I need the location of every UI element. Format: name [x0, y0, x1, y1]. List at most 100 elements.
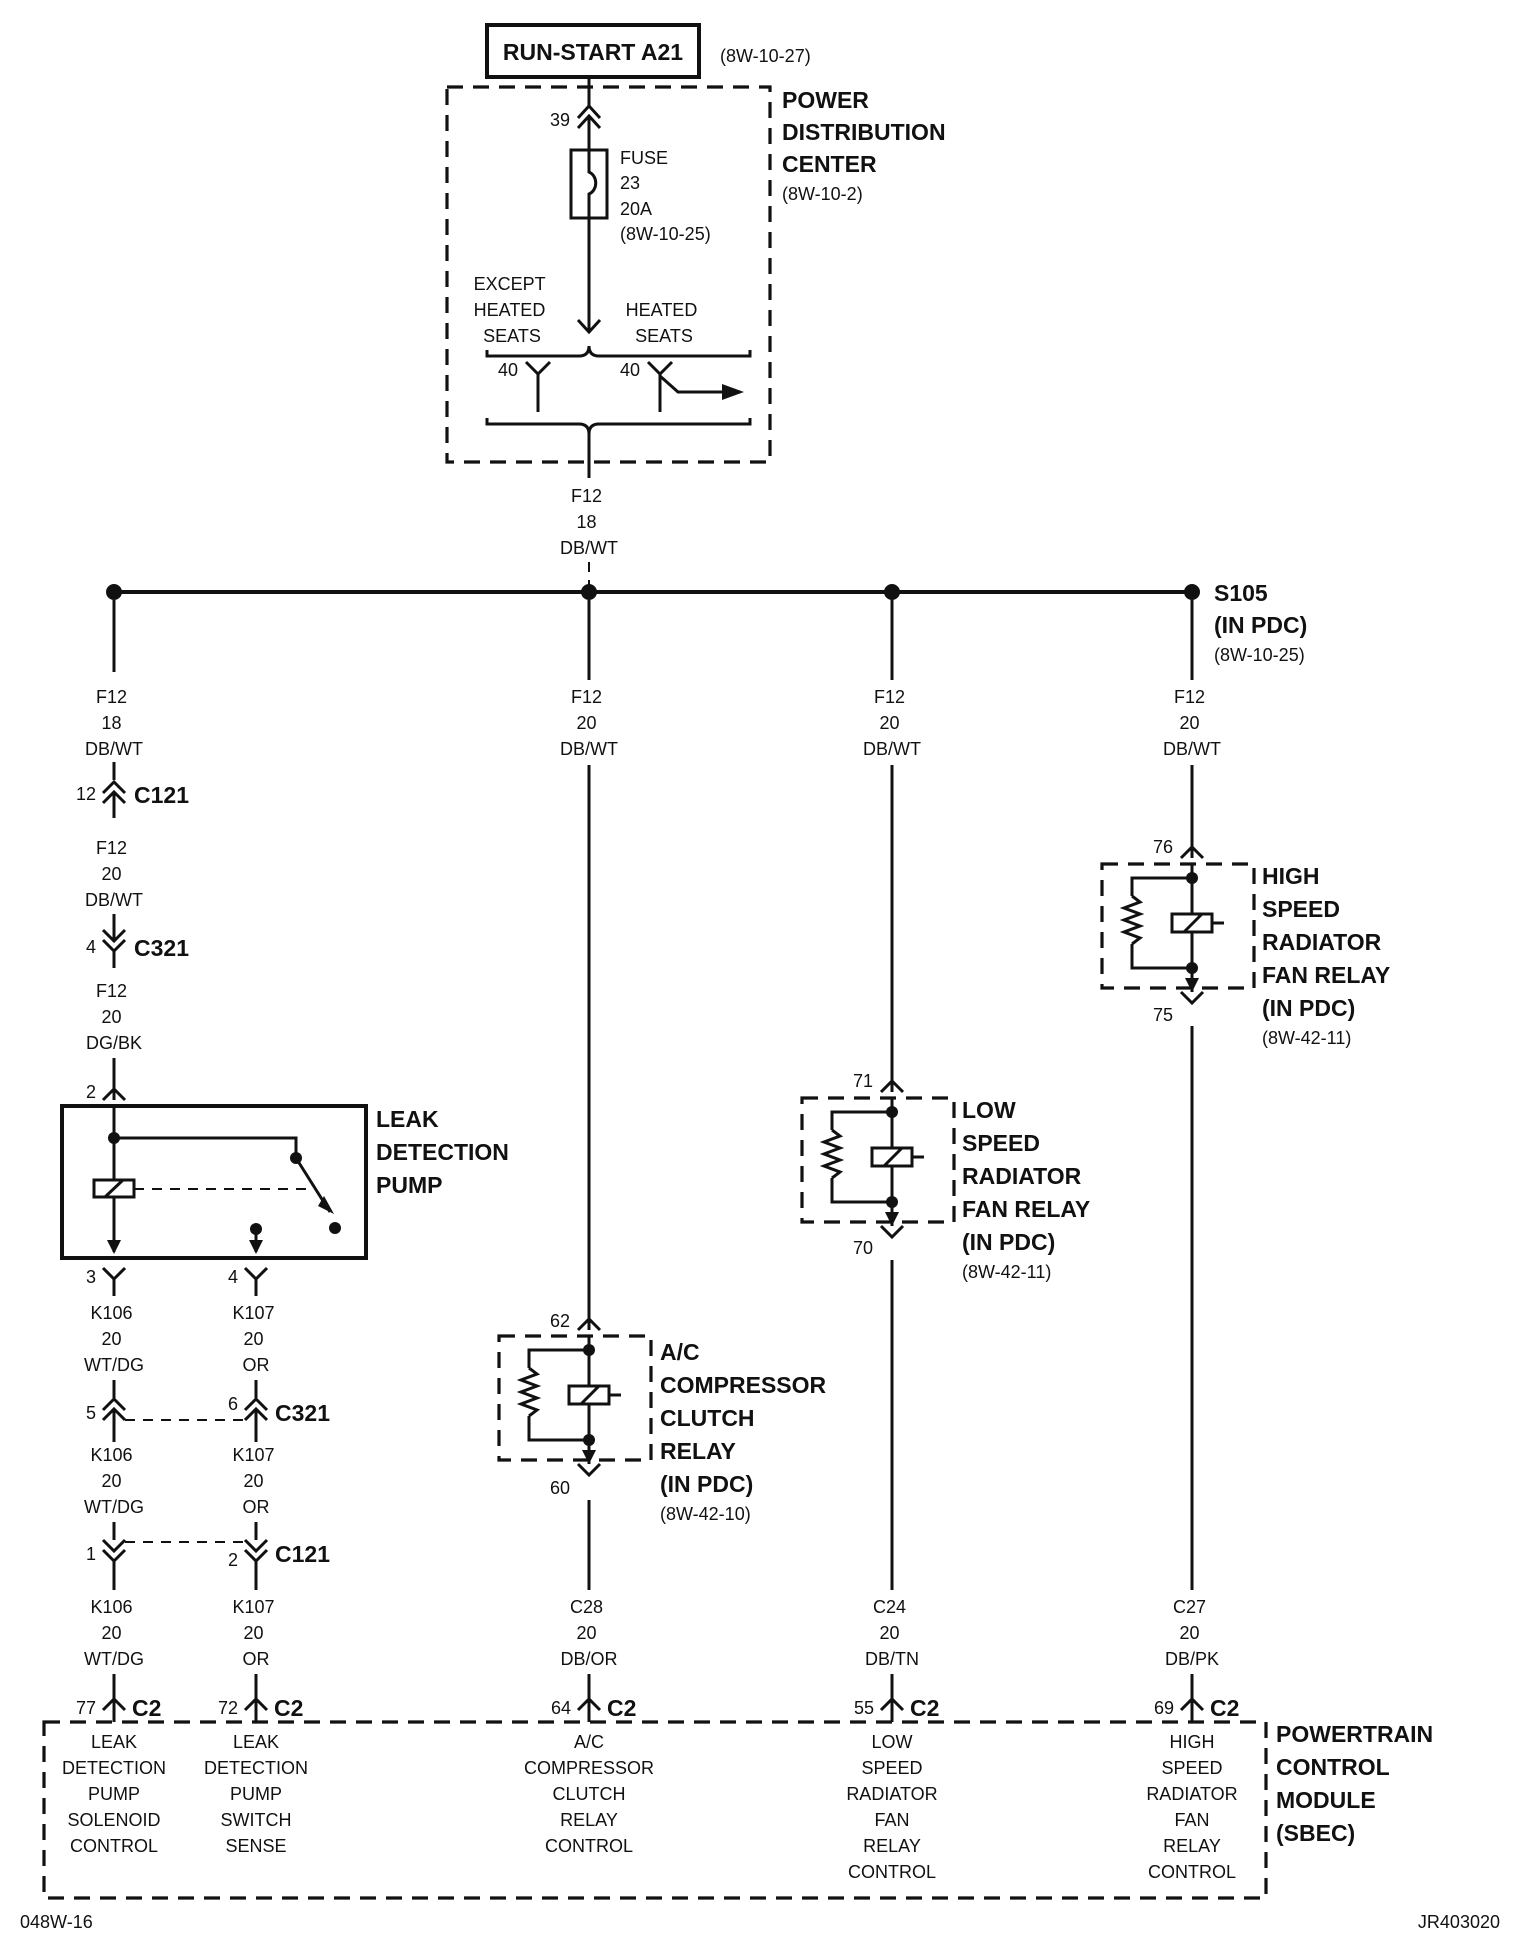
c321-connector-icon: [101, 928, 127, 968]
b1-wire-c: F12 20 DG/BK: [86, 981, 142, 1053]
b3-wire-a: F12 20 DB/WT: [863, 687, 921, 759]
splice-ref: (8W-10-25): [1214, 645, 1305, 665]
pcm-pin-number: 55: [854, 1698, 874, 1718]
c321-pin: 4: [86, 937, 96, 957]
ac-relay-pin-out: 60: [550, 1478, 570, 1498]
footer-left: 048W-16: [20, 1912, 93, 1932]
c121b-k106-connector-icon: [101, 1538, 127, 1590]
heated-seat-split-connector-icon: [576, 318, 602, 335]
pcm-pin-connector: C2: [1210, 1695, 1239, 1721]
relay-low-box: [800, 1096, 956, 1224]
bus-node-2: [581, 584, 597, 600]
high-relay-pin-out: 75: [1153, 1005, 1173, 1025]
pcm-title: POWERTRAIN CONTROL MODULE (SBEC): [1276, 1721, 1440, 1846]
c321b-pin6: 6: [228, 1394, 238, 1414]
relay-ac-out-pin-icon: [576, 1462, 602, 1478]
c321b-k106-connector-icon: [101, 1396, 127, 1442]
b2-wire-b: C28 20 DB/OR: [560, 1597, 617, 1669]
splice-label: S105 (IN PDC): [1214, 580, 1307, 638]
low-relay-pin-in: 71: [853, 1071, 873, 1091]
c121-connector-icon: [101, 779, 127, 818]
pcm-pin-connector: C2: [910, 1695, 939, 1721]
except-heated-pin-icon: [524, 360, 552, 412]
leak-detection-pump-box: [60, 1104, 368, 1260]
relay-high-out-pin-icon: [1179, 990, 1205, 1006]
c121b-pin2: 2: [228, 1550, 238, 1570]
heated-seats-arrow-icon: [722, 384, 744, 400]
pcm-pin-connector: C2: [274, 1695, 303, 1721]
relay-ac-in-pin-icon: [576, 1316, 602, 1332]
relay-low-out-pin-icon: [879, 1224, 905, 1240]
relay-low-in-pin-icon: [879, 1078, 905, 1094]
fuse-connector-icon: [576, 103, 602, 130]
k106-wire-a: K106 20 WT/DG: [84, 1303, 144, 1375]
low-relay-ref: (8W-42-11): [962, 1262, 1051, 1282]
high-speed-fan-relay: [1100, 844, 1256, 1006]
b4-wire-a: F12 20 DB/WT: [1163, 687, 1221, 759]
c321b-k107-connector-icon: [243, 1396, 269, 1442]
except-heated-pin-label: 40: [498, 360, 518, 380]
run-start-label: RUN-START A21: [503, 39, 683, 65]
k107-wire-a: K107 20 OR: [232, 1303, 279, 1375]
low-relay-label: LOW SPEED RADIATOR FAN RELAY (IN PDC): [962, 1097, 1096, 1255]
relay-high-resistor-icon: [1119, 894, 1145, 946]
relay-ac-box: [497, 1334, 653, 1462]
c321b-pin5: 5: [86, 1403, 96, 1423]
pcm-pin-connector-icon: [879, 1696, 905, 1722]
run-start-box: [485, 23, 701, 79]
c321b-label: C321: [275, 1400, 330, 1426]
pump-pin4: 4: [228, 1267, 238, 1287]
except-heated-seats-label: EXCEPT HEATED SEATS: [474, 274, 551, 346]
pdc-ref: (8W-10-2): [782, 184, 863, 204]
pcm-box: [42, 1720, 1268, 1900]
fuse-pin-label: 39: [550, 110, 570, 130]
c321-label: C321: [134, 935, 189, 961]
pcm-pin-number: 69: [1154, 1698, 1174, 1718]
b1-wire-b: F12 20 DB/WT: [85, 838, 143, 910]
pdc-title: POWER DISTRIBUTION CENTER: [782, 87, 952, 177]
fuse-label: FUSE 23 20A (8W-10-25): [620, 148, 711, 244]
k106-wire-c: K106 20 WT/DG: [84, 1597, 144, 1669]
k107-wire-b: K107 20 OR: [232, 1445, 279, 1517]
pcm-pin-number: 72: [218, 1698, 238, 1718]
relay-high-in-pin-icon: [1179, 844, 1205, 860]
pump-pin3: 3: [86, 1267, 96, 1287]
c121b-k107-connector-icon: [243, 1538, 269, 1590]
heated-seats-label: HEATED SEATS: [626, 300, 703, 346]
c121-pin: 12: [76, 784, 96, 804]
bus-node-3: [884, 584, 900, 600]
b1-wire-a: F12 18 DB/WT: [85, 687, 143, 759]
pump-pin3-icon: [101, 1266, 127, 1296]
pcm-pin-connector: C2: [607, 1695, 636, 1721]
ac-relay-ref: (8W-42-10): [660, 1504, 751, 1524]
pcm-pin-number: 64: [551, 1698, 571, 1718]
ac-relay-label: A/C COMPRESSOR CLUTCH RELAY (IN PDC): [660, 1339, 833, 1497]
k107-wire-c: K107 20 OR: [232, 1597, 279, 1669]
pump-pin4-icon: [243, 1266, 269, 1296]
run-start-ref: (8W-10-27): [720, 46, 811, 66]
bus-node-1: [106, 584, 122, 600]
pdc-box: [445, 85, 772, 464]
splice-s105: [1184, 584, 1200, 600]
b4-wire-b: C27 20 DB/PK: [1165, 1597, 1219, 1669]
pcm-pin-connector: C2: [132, 1695, 161, 1721]
low-relay-pin-out: 70: [853, 1238, 873, 1258]
pcm-pin-number: 77: [76, 1698, 96, 1718]
pcm-pin-connector-icon: [243, 1696, 269, 1722]
pump-input-pin: 2: [86, 1082, 96, 1102]
relay-high-box: [1100, 862, 1256, 990]
c121-label: C121: [134, 782, 189, 808]
c121b-label: C121: [275, 1541, 330, 1567]
footer-right: JR403020: [1418, 1912, 1500, 1932]
pcm-pin-connector-icon: [576, 1696, 602, 1722]
b3-wire-b: C24 20 DB/TN: [865, 1597, 919, 1669]
pump-input-pin-icon: [101, 1086, 127, 1102]
high-relay-ref: (8W-42-11): [1262, 1028, 1351, 1048]
relay-low-resistor-icon: [819, 1128, 845, 1180]
